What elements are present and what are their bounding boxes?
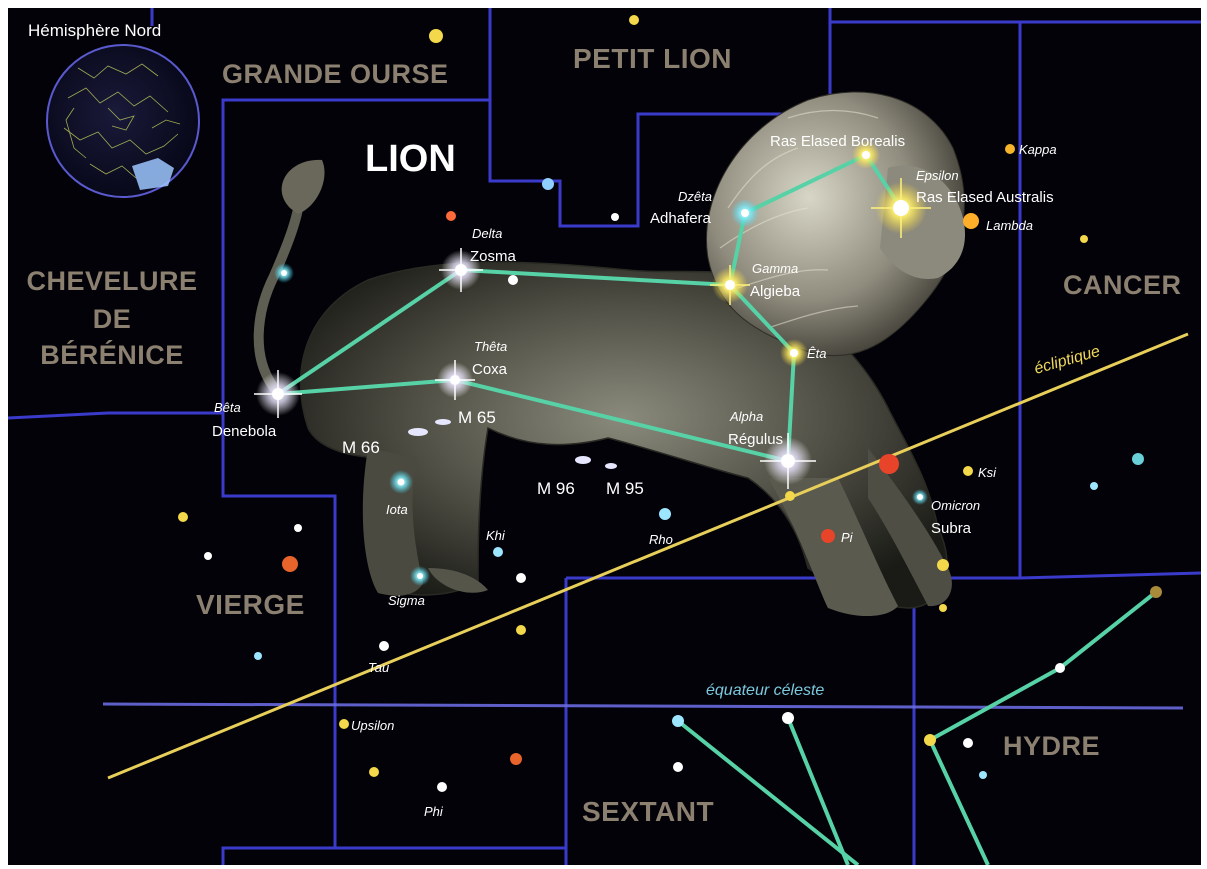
greek-iota: Iota bbox=[386, 502, 408, 517]
label-chevelure-3: BÉRÉNICE bbox=[40, 339, 184, 370]
name-denebola: Denebola bbox=[212, 423, 277, 440]
label-m96: M 96 bbox=[537, 479, 575, 498]
label-sextant: SEXTANT bbox=[582, 796, 714, 827]
greek-omicron: Omicron bbox=[931, 498, 980, 513]
label-m66: M 66 bbox=[342, 438, 380, 457]
greek-beta: Bêta bbox=[214, 400, 241, 415]
greek-sigma: Sigma bbox=[388, 593, 425, 608]
greek-zeta: Dzêta bbox=[678, 189, 712, 204]
label-chevelure-2: DE bbox=[93, 304, 132, 334]
name-ras-elased-borealis: Ras Elased Borealis bbox=[770, 133, 905, 150]
name-adhafera: Adhafera bbox=[650, 210, 712, 227]
name-ras-elased-australis: Ras Elased Australis bbox=[916, 189, 1054, 206]
star-eta bbox=[780, 339, 808, 367]
greek-eta: Êta bbox=[807, 346, 827, 361]
greek-gamma: Gamma bbox=[752, 261, 798, 276]
celestial-equator bbox=[103, 704, 1183, 708]
label-petit-lion: PETIT LION bbox=[573, 43, 732, 74]
name-zosma: Zosma bbox=[470, 248, 517, 265]
greek-alpha: Alpha bbox=[729, 409, 763, 424]
name-subra: Subra bbox=[931, 520, 972, 537]
label-vierge: VIERGE bbox=[196, 589, 305, 620]
label-m95: M 95 bbox=[606, 479, 644, 498]
hemisphere-inset bbox=[47, 45, 199, 197]
greek-tau: Tau bbox=[368, 660, 389, 675]
greek-khi: Khi bbox=[486, 528, 506, 543]
constellation-title: LION bbox=[365, 138, 456, 180]
star-denebola bbox=[254, 370, 302, 418]
name-algieba: Algieba bbox=[750, 283, 801, 300]
greek-lambda: Lambda bbox=[986, 218, 1033, 233]
equator-label: équateur céleste bbox=[706, 682, 824, 699]
greek-epsilon: Epsilon bbox=[916, 168, 959, 183]
chart-svg: Hémisphère Nord bbox=[8, 8, 1201, 865]
label-hydre: HYDRE bbox=[1003, 731, 1100, 761]
greek-pi: Pi bbox=[841, 530, 854, 545]
hemisphere-title: Hémisphère Nord bbox=[28, 21, 161, 40]
greek-upsilon: Upsilon bbox=[351, 718, 394, 733]
label-cancer: CANCER bbox=[1063, 270, 1182, 300]
name-coxa: Coxa bbox=[472, 361, 508, 378]
greek-ksi: Ksi bbox=[978, 465, 997, 480]
greek-delta: Delta bbox=[472, 226, 502, 241]
star-chart: Hémisphère Nord bbox=[8, 8, 1201, 865]
label-grande-ourse: GRANDE OURSE bbox=[222, 59, 449, 89]
label-m65: M 65 bbox=[458, 408, 496, 427]
greek-phi: Phi bbox=[424, 804, 444, 819]
name-regulus: Régulus bbox=[728, 431, 783, 448]
greek-kappa: Kappa bbox=[1019, 142, 1057, 157]
greek-theta: Thêta bbox=[474, 339, 507, 354]
label-chevelure-1: CHEVELURE bbox=[26, 266, 197, 296]
greek-rho: Rho bbox=[649, 532, 673, 547]
star-adhafera bbox=[731, 199, 759, 227]
